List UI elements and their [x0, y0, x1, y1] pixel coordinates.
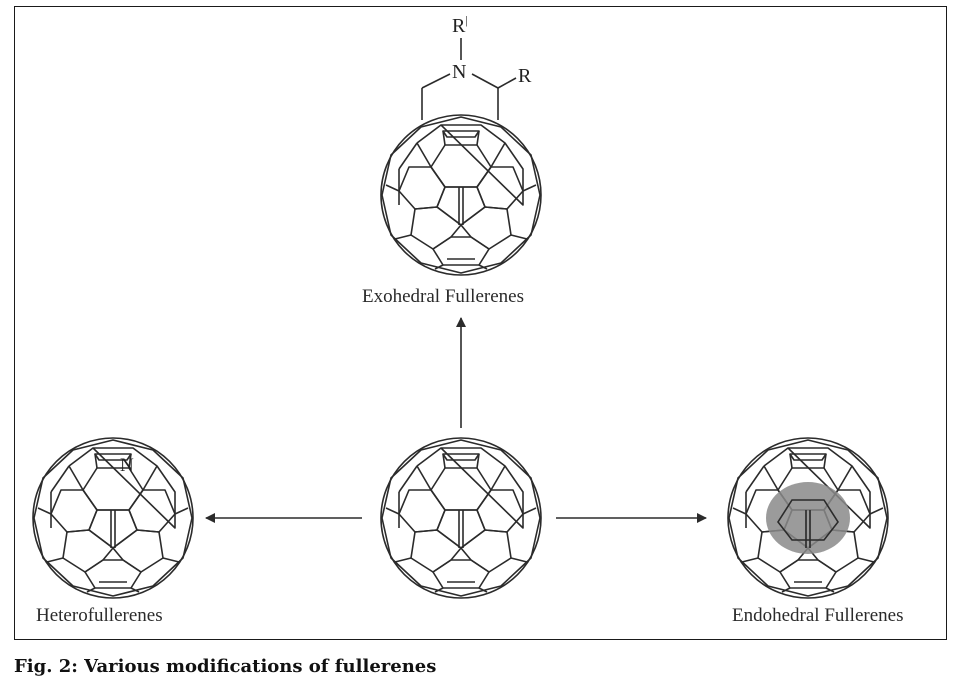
r-prime-label: R: [452, 15, 466, 37]
figure-caption: Fig. 2: Various modifications of fullere…: [14, 656, 437, 677]
exohedral-label: Exohedral Fullerenes: [362, 286, 524, 307]
heterofullerene-icon: [32, 437, 194, 599]
c60-fullerene-icon: [380, 437, 542, 599]
r-prime-atom: R|: [452, 13, 468, 37]
exohedral-fullerene-icon: [380, 38, 542, 276]
r-atom: R: [518, 65, 532, 87]
hetero-nitrogen-atom: N: [120, 455, 134, 476]
heterofullerenes-label: Heterofullerenes: [36, 605, 163, 626]
prime-mark: |: [465, 13, 468, 27]
endohedral-fullerene-icon: [727, 437, 889, 599]
endohedral-label: Endohedral Fullerenes: [732, 605, 904, 626]
nitrogen-atom: N: [452, 61, 467, 83]
